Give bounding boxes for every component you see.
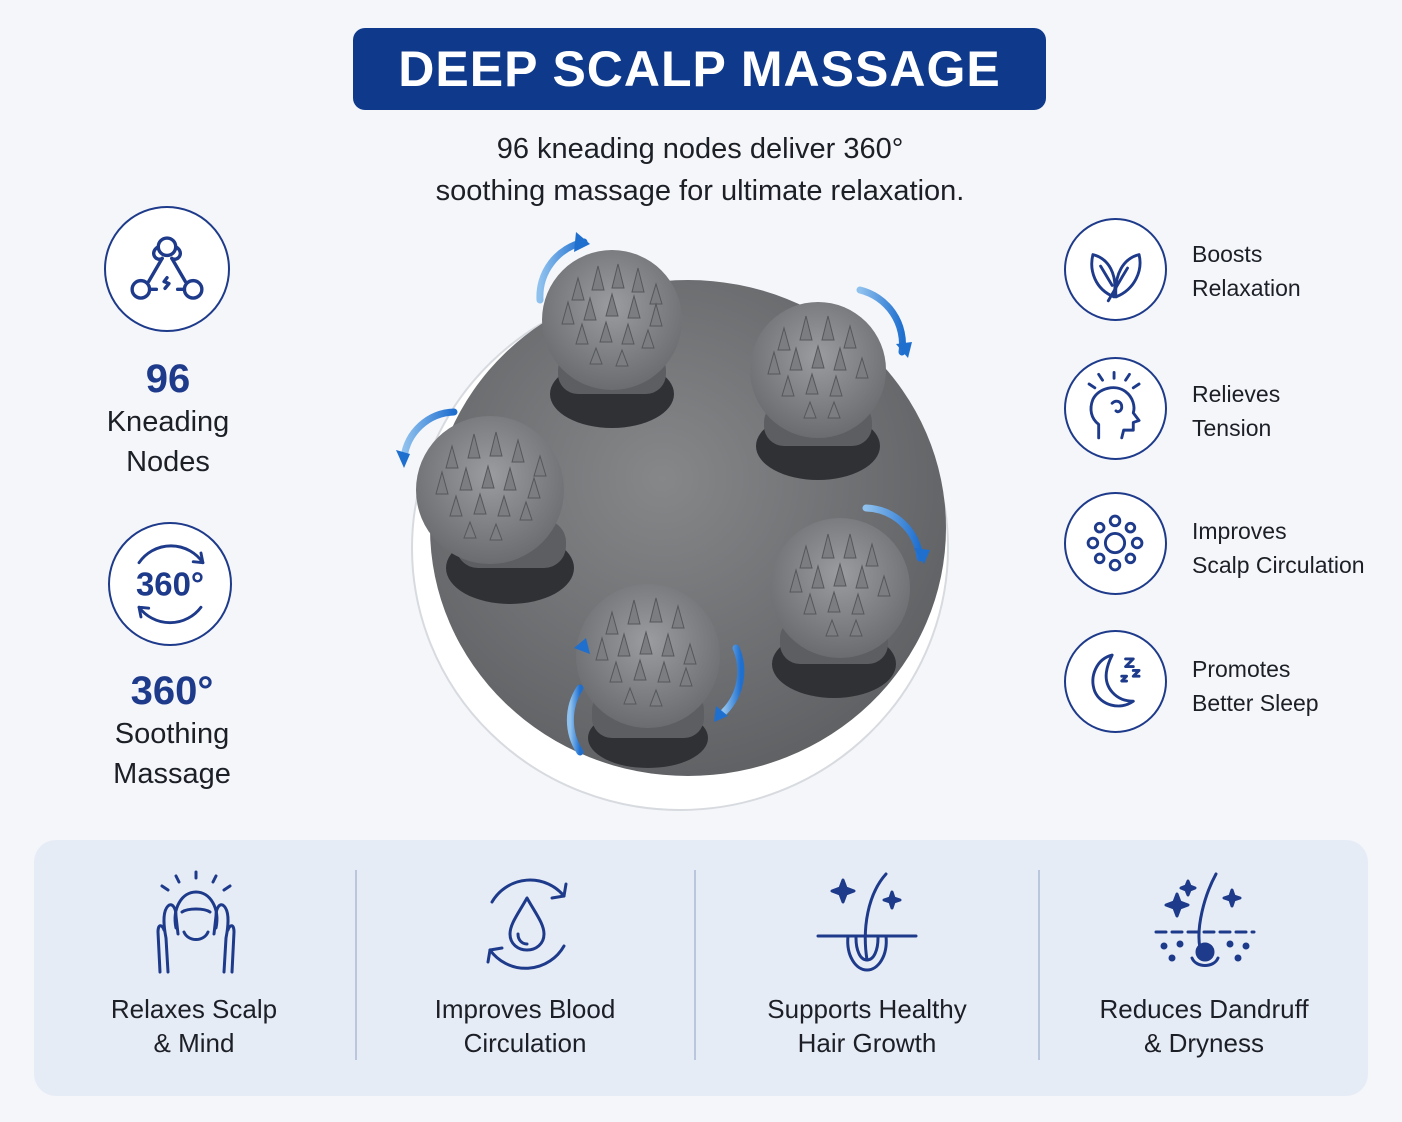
feature-boosts-relaxation: Boosts Relaxation — [1192, 237, 1301, 305]
rotation-arrow-bottom-right — [720, 644, 745, 716]
feature-line-1: Relieves — [1192, 381, 1281, 407]
feature-promotes-sleep: Promotes Better Sleep — [1192, 652, 1319, 720]
massage-head-lower-right — [770, 518, 910, 698]
arrow-head-lower-right — [914, 548, 930, 564]
benefit-line-1: Supports Healthy — [767, 994, 967, 1024]
benefits-panel: Relaxes Scalp & Mind Improves Blood Circ… — [34, 840, 1368, 1096]
feature-relieves-tension: Relieves Tension — [1192, 377, 1280, 445]
page-title: DEEP SCALP MASSAGE — [398, 41, 1001, 97]
feature-line-2: Scalp Circulation — [1192, 552, 1365, 578]
benefit-line-2: & Mind — [153, 1028, 235, 1058]
arrow-head-left — [396, 450, 410, 468]
benefit-relaxes-scalp: Relaxes Scalp & Mind — [34, 840, 354, 1096]
massage-head-top — [542, 250, 682, 428]
benefit-divider — [1038, 870, 1040, 1060]
stat-number: 96 — [145, 357, 191, 401]
benefit-label: Relaxes Scalp & Mind — [34, 992, 354, 1060]
moon-sleep-icon — [1064, 630, 1167, 733]
subtitle: 96 kneading nodes deliver 360° soothing … — [340, 128, 1060, 212]
rotation-arrow-left — [400, 408, 458, 462]
arrow-head-top — [574, 232, 590, 252]
benefit-line-2: & Dryness — [1144, 1028, 1264, 1058]
stat-label-line-1: Kneading — [106, 406, 230, 438]
stat-number: 360° — [130, 669, 214, 713]
benefit-line-1: Improves Blood — [434, 994, 616, 1024]
feature-line-1: Promotes — [1192, 656, 1291, 682]
stat-kneading-nodes: 96 Kneading Nodes — [70, 356, 266, 482]
benefit-label: Improves Blood Circulation — [356, 992, 694, 1060]
benefit-line-1: Reduces Dandruff — [1099, 994, 1309, 1024]
title-banner: DEEP SCALP MASSAGE — [353, 28, 1046, 110]
benefit-divider — [355, 870, 357, 1060]
rotation-arrow-right — [856, 286, 906, 356]
stat-360-massage: 360° Soothing Massage — [72, 668, 272, 794]
feature-line-2: Relaxation — [1192, 275, 1301, 301]
arrow-head-right — [896, 342, 912, 358]
benefit-line-1: Relaxes Scalp — [110, 994, 278, 1024]
benefit-line-2: Hair Growth — [797, 1028, 937, 1058]
feature-line-2: Better Sleep — [1192, 690, 1319, 716]
arrow-head-bottom-right — [714, 706, 728, 722]
benefit-reduces-dandruff: Reduces Dandruff & Dryness — [1040, 840, 1368, 1096]
stat-label-line-1: Soothing — [114, 718, 230, 750]
feature-line-1: Improves — [1192, 518, 1287, 544]
benefit-blood-circulation: Improves Blood Circulation — [356, 840, 694, 1096]
massage-head-bottom — [576, 584, 720, 768]
benefit-divider — [694, 870, 696, 1060]
kneading-node-icon — [104, 206, 230, 332]
feature-improves-circulation: Improves Scalp Circulation — [1192, 514, 1365, 582]
subtitle-line-1: 96 kneading nodes deliver 360° — [496, 133, 904, 165]
rotation-360-icon: 360° — [108, 522, 232, 646]
feature-line-1: Boosts — [1192, 241, 1263, 267]
scalp-follicle-icon — [1154, 872, 1256, 967]
droplet-cycle-icon — [486, 878, 568, 970]
head-tension-icon — [1064, 357, 1167, 460]
feature-line-2: Tension — [1192, 415, 1272, 441]
stat-label-line-2: Nodes — [126, 446, 210, 478]
rotation-arrow-bottom-left — [566, 684, 584, 756]
arrow-head-bottom-left — [574, 638, 590, 654]
subtitle-line-2: soothing massage for ultimate relaxation… — [435, 175, 965, 207]
benefit-label: Supports Healthy Hair Growth — [696, 992, 1038, 1060]
rotation-360-text: 360° — [136, 566, 204, 603]
circulation-dots-icon — [1064, 492, 1167, 595]
massage-head-upper-right — [750, 302, 886, 480]
stat-label-line-2: Massage — [113, 758, 231, 790]
head-hands-icon — [156, 870, 236, 974]
massage-head-left — [416, 416, 574, 604]
benefit-line-2: Circulation — [463, 1028, 587, 1058]
benefit-label: Reduces Dandruff & Dryness — [1040, 992, 1368, 1060]
benefit-hair-growth: Supports Healthy Hair Growth — [696, 840, 1038, 1096]
hair-follicle-icon — [816, 872, 918, 972]
scalp-massager-device — [396, 232, 949, 811]
leaf-icon — [1064, 218, 1167, 321]
